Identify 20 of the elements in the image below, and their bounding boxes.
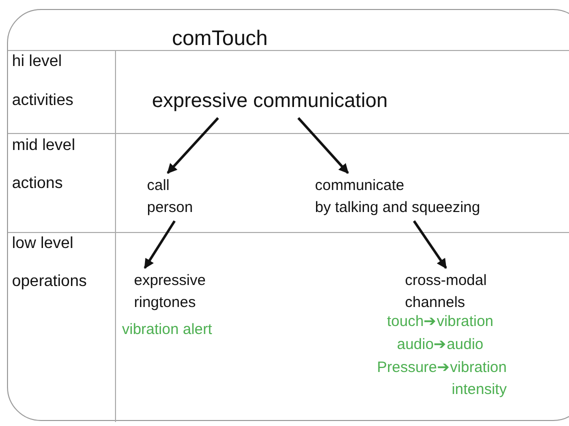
node-text: cross-modal channels [405,270,487,314]
row-label: operations [12,272,87,292]
arrow [297,117,349,174]
row-label: mid level [12,136,76,156]
node-text: expressive ringtones [134,270,206,314]
node-text: expressive communication [152,87,388,116]
annotation: audio➔audio [397,335,484,355]
annotation: vibration alert [122,320,212,340]
arrow [144,220,176,269]
annotation: touch➔vibration [387,312,494,332]
annotation: Pressure➔vibration intensity [377,358,507,400]
arrow [166,117,219,174]
row-label: hi level [12,52,62,72]
row-label: actions [12,174,63,194]
node-text: call person [147,175,193,218]
row-label: activities [12,91,74,111]
node-text: communicate by talking and squeezing [315,175,480,218]
row-label: low level [12,234,74,254]
arrow [412,220,448,269]
diagram-title: comTouch [172,27,268,51]
